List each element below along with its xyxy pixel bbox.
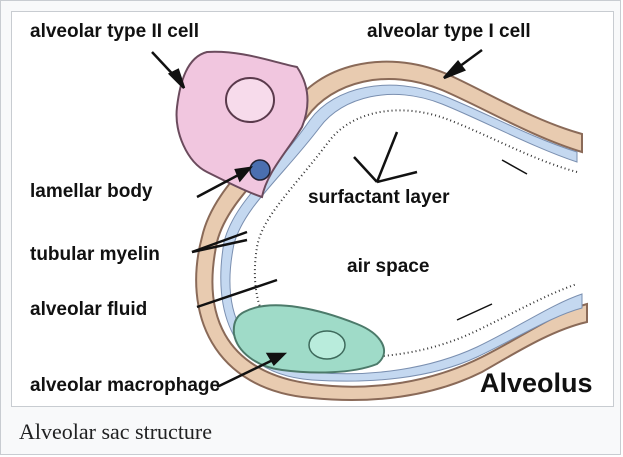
alveolus-diagram: alveolar type II cell alveolar type I ce… <box>11 11 614 407</box>
label-alveolar-fluid: alveolar fluid <box>30 300 147 319</box>
lamellar-body-shape <box>250 160 270 180</box>
label-air-space: air space <box>347 257 429 276</box>
macrophage-nucleus <box>309 331 345 359</box>
figure-title-alveolus: Alveolus <box>480 370 593 397</box>
figure-caption: Alveolar sac structure <box>19 419 212 445</box>
label-type-ii-cell: alveolar type II cell <box>30 22 199 41</box>
label-surfactant-layer: surfactant layer <box>308 188 450 207</box>
type-ii-nucleus <box>226 78 274 122</box>
label-type-i-cell: alveolar type I cell <box>367 22 531 41</box>
label-alveolar-macrophage: alveolar macrophage <box>30 376 220 395</box>
label-tubular-myelin: tubular myelin <box>30 245 160 264</box>
diagram-artwork <box>12 12 614 407</box>
label-lamellar-body: lamellar body <box>30 182 153 201</box>
